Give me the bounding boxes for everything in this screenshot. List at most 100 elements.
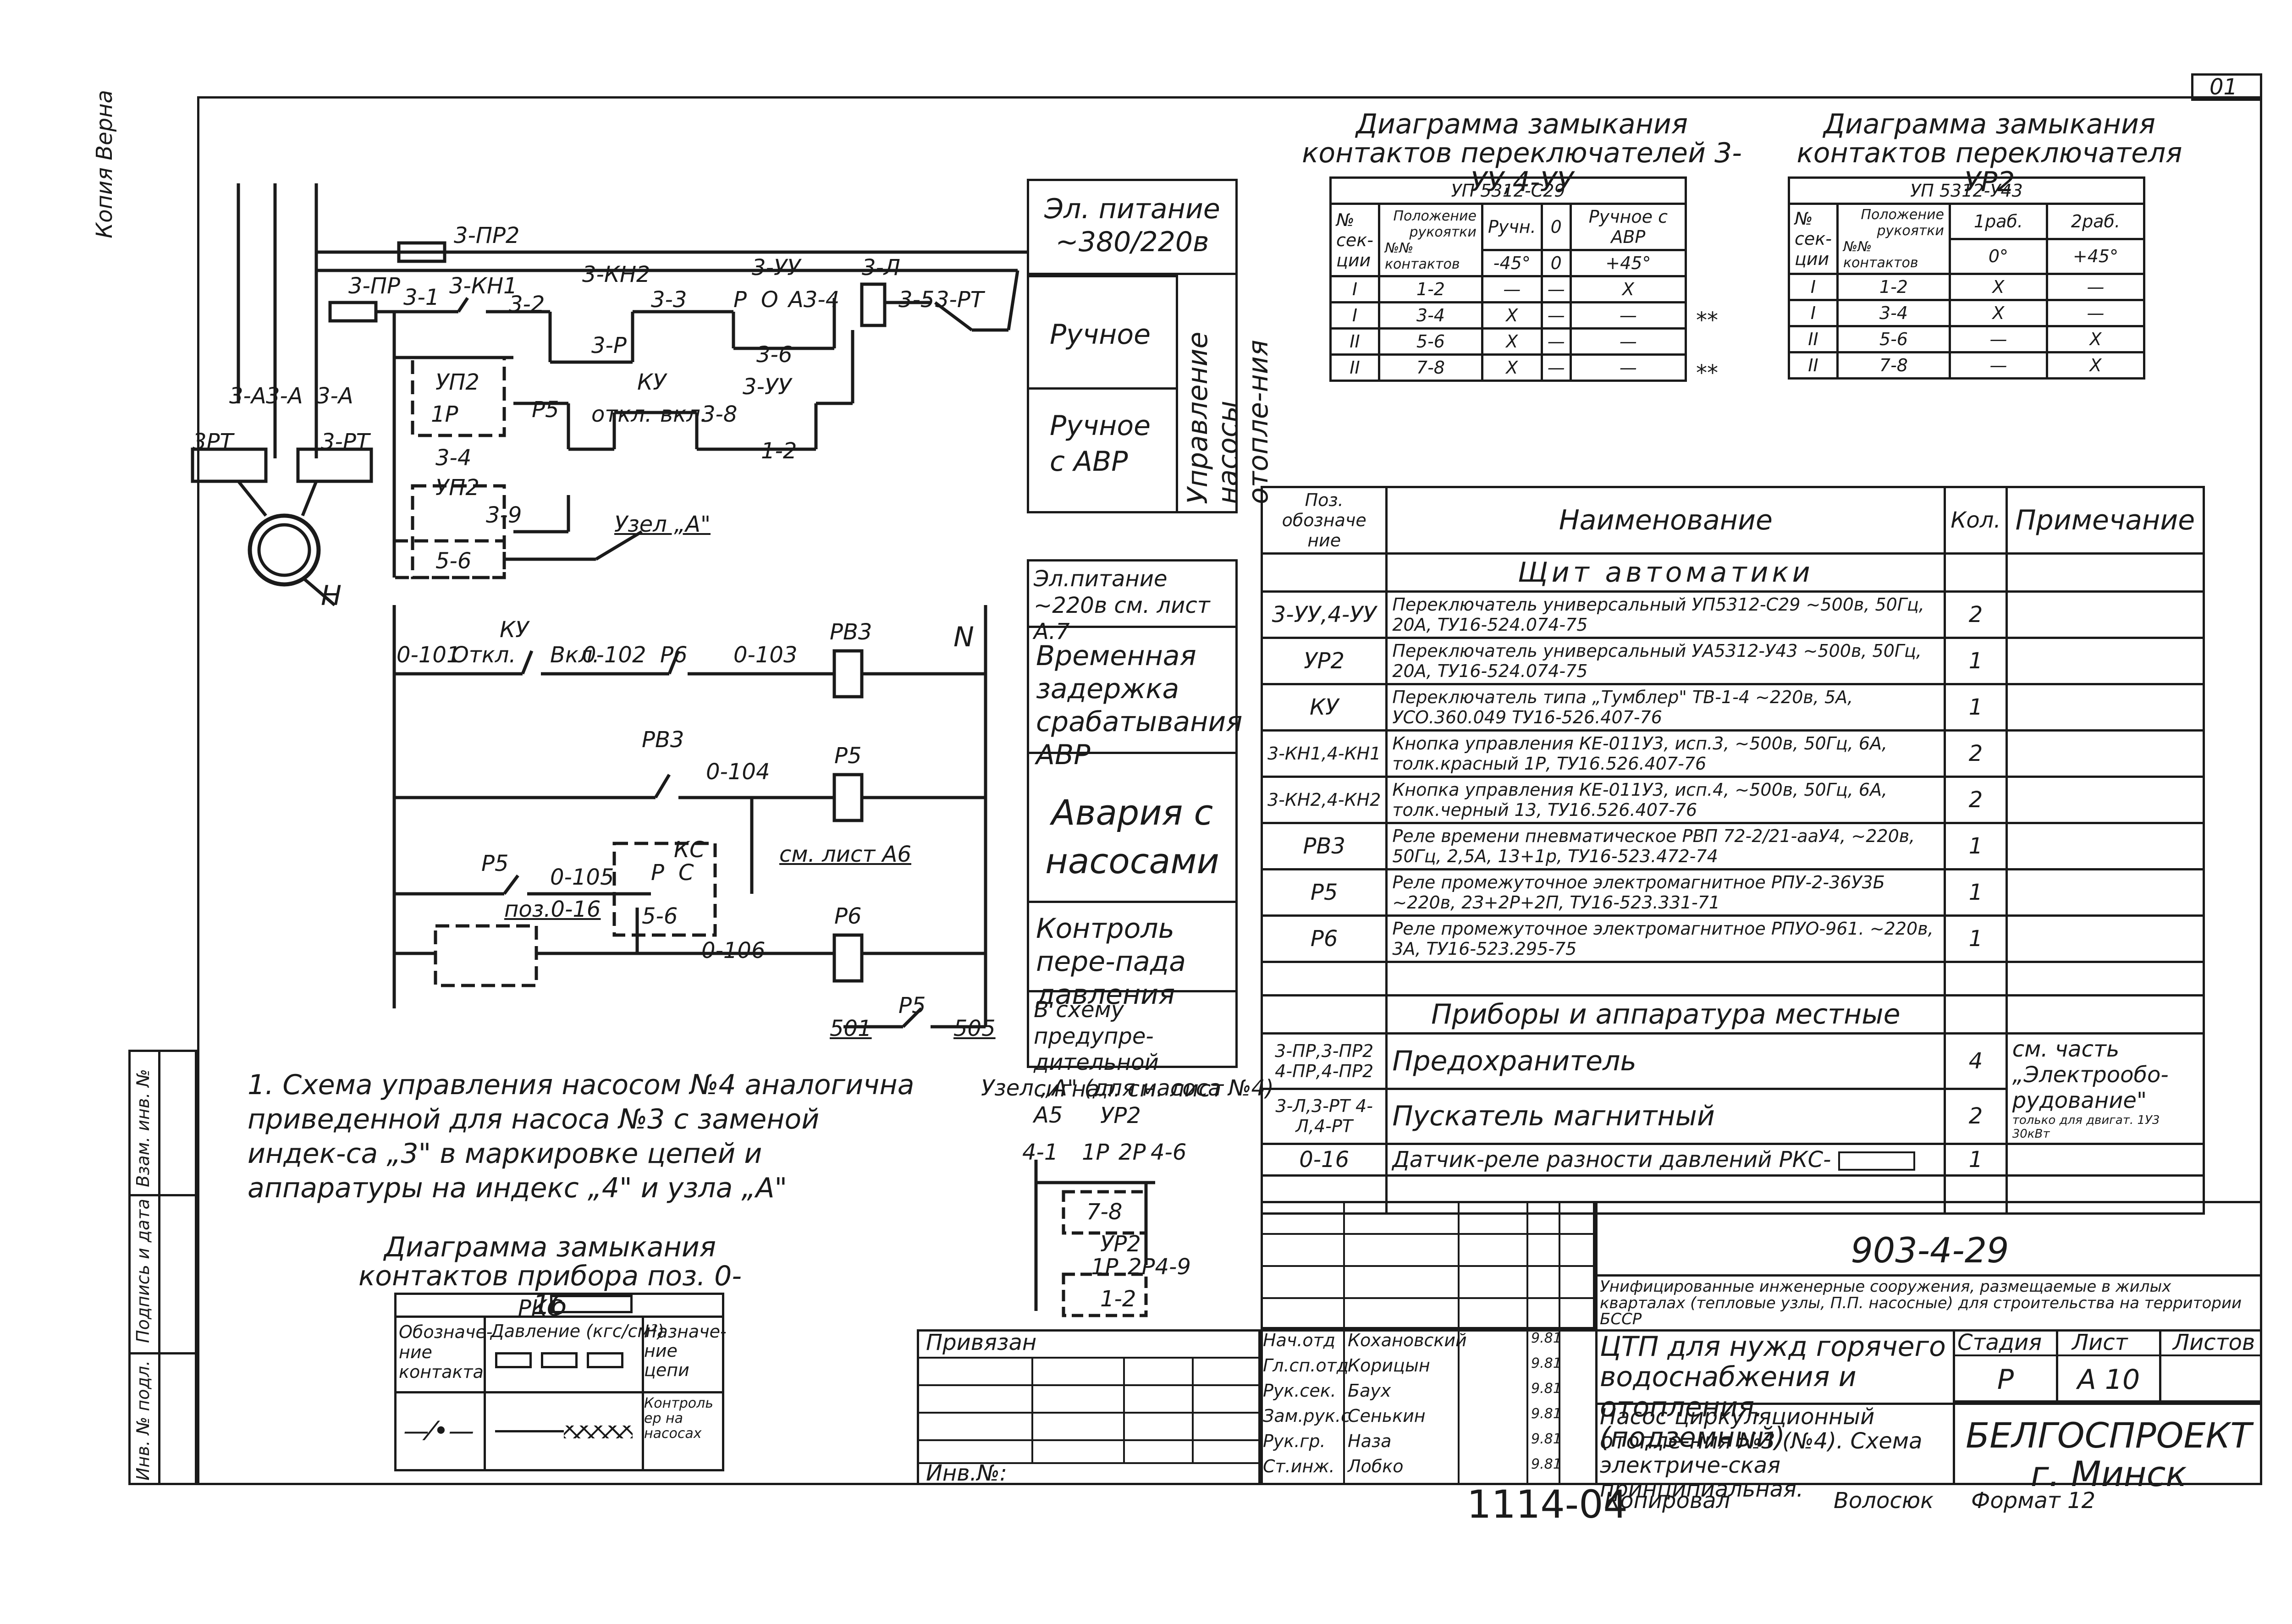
spec-qty: 2 [1944, 590, 2008, 639]
signer-role: Рук.сек. [1263, 1381, 1336, 1401]
signer-date: 9.81 [1531, 1406, 1562, 1422]
node-a-ref: Узел „А" [614, 512, 711, 537]
diagram-uu-contacts: 3-4 [1377, 301, 1483, 330]
pressure-setpoint-2 [541, 1352, 578, 1368]
spec-name: Предохранитель [1385, 1032, 1946, 1090]
spec-row: 3-Л,3-РТ 4-Л,4-РТ Пускатель магнитный 2 [1260, 1087, 2204, 1145]
wire-505: 505 [953, 1016, 996, 1041]
signer-role: Ст.инж. [1263, 1456, 1335, 1476]
label-up2-b: УП2 [435, 475, 479, 501]
spec-row: УР2 Переключатель универсальный УА5312-У… [1260, 637, 2205, 685]
format-label: Формат 12 [1971, 1488, 2096, 1514]
contact-label-rv3: РВ3 [642, 727, 684, 753]
neutral-label: N [953, 621, 974, 653]
sheets-label: Листов [2173, 1330, 2255, 1355]
label-3rt-left: 3РТ [193, 429, 233, 455]
node-a-4-6: 4-6 [1151, 1140, 1187, 1165]
button-label-3kn2: 3-КН2 [582, 262, 650, 287]
diagram-up2-cell: — [2045, 273, 2146, 301]
signer-name: Сенькин [1348, 1406, 1426, 1426]
diagram-up2-sec: I [1788, 299, 1839, 327]
node-a-1p: 1Р [1082, 1140, 1109, 1165]
label-1-2: 1-2 [761, 438, 797, 464]
spec-note-small: только для двигат. 1У3 30кВт [2012, 1113, 2160, 1141]
diagram-uu-cell: — [1540, 353, 1572, 382]
label-5-6: 5-6 [435, 548, 472, 574]
label-3rt-right: 3-РТ [321, 429, 370, 455]
wire-0-101: 0-101 [397, 642, 461, 668]
spec-table: Поз. обозначе ние Наименование Кол. Прим… [1260, 486, 2205, 1215]
diagram-016-device-box [550, 1295, 633, 1313]
spec-row: 3-КН1,4-КН1 Кнопка управления КЕ-011У3, … [1260, 729, 2205, 778]
wire-0-106: 0-106 [701, 938, 766, 963]
spec-qty: 1 [1944, 683, 2008, 732]
label-vkl-ctrl: Вкл. [550, 642, 600, 668]
fuse-label-3pr2: 3-ПР2 [454, 223, 520, 248]
privyazan-grid-vline [1031, 1357, 1033, 1462]
diagram-up2-contacts: 7-8 [1836, 351, 1951, 380]
node-a-4-1: 4-1 [1022, 1140, 1058, 1165]
changes-grid-vline [1343, 1201, 1345, 1485]
organization: БЕЛГОСПРОЕКТ г. Минск [1966, 1415, 2252, 1494]
spec-name: Переключатель универсальный УА5312-У43 ~… [1385, 637, 1946, 685]
object-name: ЦТП для нужд горячего водоснабжения и от… [1600, 1331, 1946, 1453]
spec-qty: 1 [1944, 637, 2008, 685]
doc-code: 903-4-29 [1851, 1230, 2009, 1271]
changes-grid-vline [1526, 1201, 1528, 1485]
control-row-4 [1027, 901, 1238, 992]
diagram-up2-angle-2: +45° [2045, 237, 2146, 275]
spec-row: 3-КН2,4-КН2 Кнопка управления КЕ-011У3, … [1260, 776, 2205, 824]
spec-section-1: Щит автоматики [1385, 552, 1946, 593]
diagram-016-purpose: Контроль ер на насосах [644, 1395, 713, 1442]
diagram-uu-table: УП 5312-С29 № сек-ции Положение рукоятки… [1329, 176, 1687, 382]
label-3a-1: 3-А [229, 383, 266, 409]
diagram-uu-mark-1: ** [1696, 308, 1718, 333]
label-3a-2: 3-А [266, 383, 303, 409]
spec-name: Переключатель типа „Тумблер" ТВ-1-4 ~220… [1385, 683, 1946, 732]
motor-label: Н [321, 580, 342, 612]
coil-label-p6: Р6 [834, 903, 862, 929]
power-circuit [191, 183, 1027, 606]
blank-field [1838, 1151, 1915, 1171]
copied-label: Копировал [1604, 1488, 1730, 1514]
pressure-setpoint-1 [495, 1352, 532, 1368]
signer-name: Корицын [1348, 1355, 1430, 1376]
privyazan-grid-line [917, 1384, 1261, 1386]
label-otkl-ctrl: Откл. [452, 642, 516, 668]
diagram-uu-sec: I [1329, 275, 1380, 303]
diagram-uu-angle-3: +45° [1569, 249, 1687, 277]
label-3a-3: 3-А [316, 383, 353, 409]
diagram-up2-row: II 5-6 — X [1788, 325, 2146, 353]
stamp-signature-date: Подпись и дата [133, 1199, 153, 1343]
label-otkl: откл. [591, 402, 652, 427]
fuse-label-3pr: 3-ПР [348, 273, 400, 299]
sheet-label: Лист [2072, 1330, 2128, 1355]
diagram-uu-cell: — [1569, 327, 1687, 356]
diagram-up2-cell-closed: X [1948, 273, 2048, 301]
mode-manual: Ручное [1050, 319, 1151, 351]
diagram-up2-cell: — [1948, 351, 2048, 380]
contact-closed-bar [564, 1426, 633, 1438]
control-row-2-text: Временная задержка срабатывания АВР [1036, 640, 1243, 771]
label-a3-4: А3-4 [788, 287, 840, 313]
power-panel-mode-split [1027, 275, 1178, 390]
spec-head-qty: Кол. [1944, 486, 2008, 555]
label-ku: КУ [637, 369, 667, 395]
privyazan-grid-line [917, 1357, 1261, 1359]
privyazan-block [917, 1329, 1261, 1485]
spec-pos: 3-КН2,4-КН2 [1260, 776, 1388, 824]
button-label-3kn1: 3-КН1 [449, 273, 518, 299]
diagram-uu-head-position: Положение рукоятки [1393, 208, 1477, 240]
spec-row: 3-ПР,3-ПР2 4-ПР,4-ПР2 Предохранитель 4 с… [1260, 1032, 2205, 1145]
node-a-7-8: 7-8 [1086, 1199, 1123, 1225]
diagram-uu-cell-closed: X [1569, 275, 1687, 303]
signer-date: 9.81 [1531, 1355, 1562, 1371]
diagram-uu-head-contacts: Положение рукоятки №№ контактов [1377, 203, 1483, 277]
coil-label-3l: 3-Л [862, 255, 900, 281]
stamp-replaced: Взам. инв. № [133, 1068, 153, 1187]
diagram-uu-pos-3: Ручное с АВР [1569, 203, 1687, 251]
see-sheet-a6: см. лист А6 [779, 842, 911, 867]
wire-0-103: 0-103 [733, 642, 798, 668]
changes-grid-line [1261, 1233, 1595, 1235]
